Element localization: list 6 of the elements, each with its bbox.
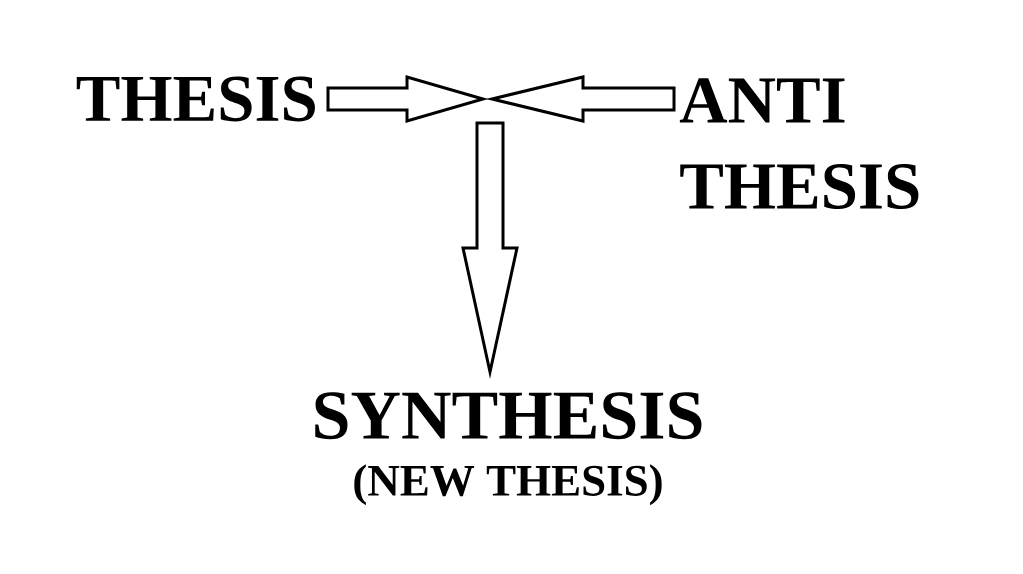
concept-text: SYNTHESIS (NEW THESIS): [315, 392, 702, 506]
block-arrow: [326, 75, 489, 123]
block-arrow: [485, 75, 676, 123]
concept-text: THESIS: [76, 76, 315, 122]
concept-text: ANTI THESIS: [679, 78, 919, 210]
block-arrow: [461, 121, 519, 380]
